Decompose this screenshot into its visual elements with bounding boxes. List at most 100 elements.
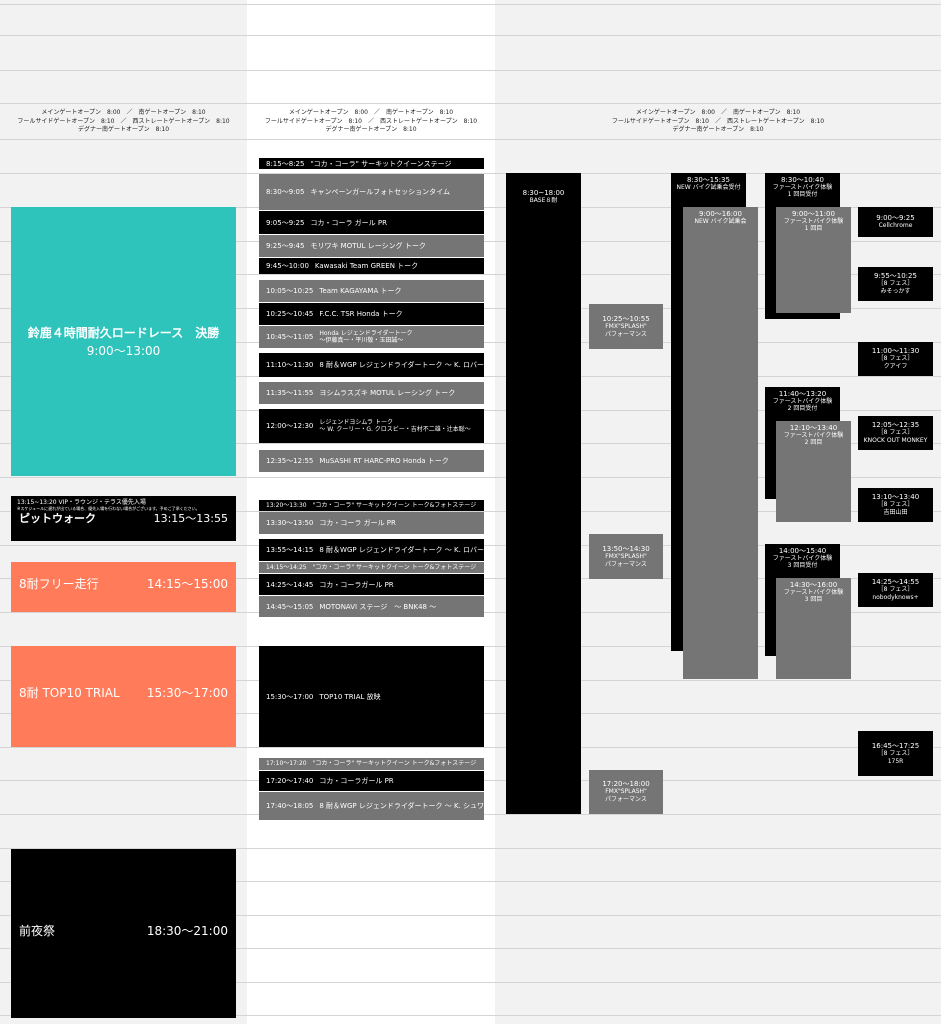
fes-time: 14:25～14:55	[871, 578, 920, 586]
stage-event[interactable]: 9:45～10:00 Kawasaki Team GREEN トーク	[259, 258, 484, 274]
stage-event-time: 17:20～17:40	[266, 777, 314, 785]
stage-event-title: "コカ・コーラ" サーキットクイーン トーク&フォトステージ	[312, 501, 477, 509]
fmx-performance-block[interactable]: 10:25～10:55 FMX"SPLASH" パフォーマンス	[589, 304, 663, 349]
stage-event-time: 13:55～14:15	[266, 546, 314, 554]
fes-performance[interactable]: 12:05～12:35 ［8 フェス］ KNOCK OUT MONKEY	[858, 416, 933, 450]
stage-event-title: "コカ・コーラ" サーキットクイーン トーク&フォトステージ	[312, 760, 477, 767]
stage-event[interactable]: 12:35～12:55 MuSASHI RT HARC-PRO Honda トー…	[259, 450, 484, 472]
stage-event[interactable]: 14:45～15:05 MOTONAVI ステージ ～ BNK48 ～	[259, 596, 484, 617]
stage-event[interactable]: 8:30～9:05 キャンペーンガールフォトセッションタイム	[259, 174, 484, 210]
stage-event[interactable]: 9:25～9:45 モリワキ MOTUL レーシング トーク	[259, 235, 484, 257]
fmx-performance-block[interactable]: 13:50～14:30 FMX"SPLASH" パフォーマンス	[589, 534, 663, 579]
free-run-block[interactable]: 8耐フリー走行 14:15～15:00	[11, 562, 236, 612]
stage-event[interactable]: 17:20～17:40 コカ・コーラガール PR	[259, 771, 484, 791]
grid-line	[0, 747, 941, 748]
stage-event[interactable]: 13:20～13:30 "コカ・コーラ" サーキットクイーン トーク&フォトステ…	[259, 500, 484, 511]
stage-event[interactable]: 14:15～14:25 "コカ・コーラ" サーキットクイーン トーク&フォトステ…	[259, 562, 484, 573]
stage-event-title: 8 耐＆WGP レジェンドライダートーク ～ K. ロバーツ～	[319, 361, 484, 369]
stage-event-time: 14:25～14:45	[266, 580, 314, 589]
stage-event-title: コカ・コーラガール PR	[319, 580, 394, 589]
firstbike-time: 9:00～11:00	[792, 210, 835, 218]
fes-tag: ［8 フェス］	[877, 429, 914, 436]
fes-time: 16:45～17:25	[871, 741, 920, 750]
main-race-title: 鈴鹿４時間耐久ロードレース 決勝	[27, 325, 220, 340]
gate-line: デグナー南ゲートオープン 8:10	[672, 126, 764, 133]
fes-performance[interactable]: 11:00～11:30 ［8 フェス］ クアイフ	[858, 342, 933, 376]
fmx-performance-block[interactable]: 17:20～18:00 FMX"SPLASH" パフォーマンス	[589, 770, 663, 814]
stage-event[interactable]: 13:55～14:15 8 耐＆WGP レジェンドライダートーク ～ K. ロバ…	[259, 539, 484, 561]
grid-line	[0, 511, 941, 512]
fes-performance[interactable]: 9:00～9:25 Cellchrome	[858, 207, 933, 237]
fes-performance[interactable]: 14:25～14:55 ［8 フェス］ nobodyknows+	[858, 573, 933, 607]
stage-event[interactable]: 17:10～17:20 "コカ・コーラ" サーキットクイーン トーク&フォトステ…	[259, 758, 484, 770]
stage-event-title: コカ・コーラ ガール PR	[319, 519, 396, 527]
stage-event[interactable]: 17:40～18:05 8 耐＆WGP レジェンドライダートーク ～ K. シュ…	[259, 792, 484, 820]
firstbike-session-1[interactable]: 9:00～11:00 ファーストバイク体験 1 回目	[776, 207, 851, 313]
fes-artist: みそっかす	[880, 288, 911, 295]
stage-event[interactable]: 10:05～10:25 Team KAGAYAMA トーク	[259, 280, 484, 302]
pit-walk-label: ピットウォーク	[19, 512, 96, 525]
stage-event-time: 17:10～17:20	[266, 760, 307, 767]
stage-event[interactable]: 14:25～14:45 コカ・コーラガール PR	[259, 574, 484, 595]
stage-event-time: 9:45～10:00	[266, 262, 309, 270]
stage-event[interactable]: 12:00～12:30 レジェンドヨシムラ トーク ～ W. クーリー・G. ク…	[259, 409, 484, 443]
stage-event[interactable]: 13:30～13:50 コカ・コーラ ガール PR	[259, 512, 484, 534]
stage-event[interactable]: 10:25～10:45 F.C.C. TSR Honda トーク	[259, 303, 484, 325]
stage-event[interactable]: 9:05～9:25 コカ・コーラ ガール PR	[259, 211, 484, 234]
fmx-subtitle: パフォーマンス	[605, 560, 647, 568]
stage-event-title: F.C.C. TSR Honda トーク	[319, 310, 403, 318]
firstbike-time: 11:40～13:20	[778, 390, 827, 398]
stage-event-time: 9:05～9:25	[266, 218, 305, 227]
stage-event-time: 14:45～15:05	[266, 602, 314, 611]
stage-event[interactable]: 15:30～17:00 TOP10 TRIAL 放映	[259, 646, 484, 747]
fmx-time: 17:20～18:00	[602, 780, 650, 788]
fes-performance[interactable]: 13:10～13:40 ［8 フェス］ 吉田山田	[858, 488, 933, 522]
fes-performance[interactable]: 16:45～17:25 ［8 フェス］ 175R	[858, 731, 933, 776]
firstbike-round: 1 回目受付	[787, 191, 818, 198]
fes-artist: Cellchrome	[878, 222, 913, 229]
firstbike-time: 14:30～16:00	[789, 581, 838, 589]
base8-block[interactable]: 8:30~18:00 BASE８耐	[506, 173, 581, 814]
gate-info-col3: メインゲートオープン 8:00 ／ 南ゲートオープン 8:10 フールサイドゲー…	[495, 109, 941, 135]
fes-artist: クアイフ	[883, 363, 908, 370]
firstbike-time: 8:30～10:40	[781, 176, 824, 184]
firstbike-round: 2 回目受付	[787, 405, 818, 412]
stage-event[interactable]: 11:10～11:30 8 耐＆WGP レジェンドライダートーク ～ K. ロバ…	[259, 353, 484, 377]
firstbike-title: ファーストバイク体験	[783, 432, 844, 439]
stage-event-time: 14:15～14:25	[266, 563, 307, 571]
stage-event-time: 15:30～17:00	[266, 692, 314, 701]
grid-line	[0, 477, 941, 478]
gate-line: デグナー南ゲートオープン 8:10	[77, 126, 170, 133]
stage-event-time: 10:05～10:25	[266, 287, 314, 295]
firstbike-round: 2 回目	[804, 439, 823, 446]
main-race-block[interactable]: 鈴鹿４時間耐久ロードレース 決勝 9:00～13:00	[11, 207, 236, 476]
stage-event[interactable]: 10:45～11:05 Honda レジェンドライダートーク ～伊藤真一・平川敬…	[259, 326, 484, 348]
fes-tag: ［8 フェス］	[877, 355, 914, 362]
firstbike-time: 14:00～15:40	[778, 547, 827, 555]
pit-walk-block[interactable]: 13:15~13:20 VIP・ラウンジ・テラス優先入場 ※スケジュールに遅れが…	[11, 496, 236, 541]
firstbike-session-2[interactable]: 12:10～13:40 ファーストバイク体験 2 回目	[776, 421, 851, 522]
fes-time: 12:05～12:35	[871, 421, 920, 429]
fes-performance[interactable]: 9:55～10:25 ［8 フェス］ みそっかす	[858, 267, 933, 301]
newbike-test-ride-block[interactable]: 9:00～16:00 NEW バイク試乗会	[683, 207, 758, 679]
eve-festival-block[interactable]: 前夜祭 18:30～21:00	[11, 849, 236, 1018]
fes-time: 13:10～13:40	[871, 493, 920, 501]
stage-event-time: 11:35～11:55	[266, 389, 314, 397]
newbike-test-ride-label: NEW バイク試乗会	[694, 218, 747, 225]
grid-line	[0, 915, 941, 916]
stage-event-time: 8:30～9:05	[266, 188, 305, 196]
stage-event-title: TOP10 TRIAL 放映	[319, 692, 381, 701]
grid-line	[0, 881, 941, 882]
stage-event[interactable]: 8:15～8:25 "コカ・コーラ" サーキットクイーンステージ	[259, 158, 484, 169]
gate-line: メインゲートオープン 8:00 ／ 南ゲートオープン 8:10	[41, 109, 206, 116]
eve-festival-label: 前夜祭	[19, 924, 56, 938]
grid-line	[0, 139, 941, 140]
stage-event[interactable]: 11:35～11:55 ヨシムラスズキ MOTUL レーシング トーク	[259, 382, 484, 404]
stage-event-title: "コカ・コーラ" サーキットクイーンステージ	[310, 159, 452, 168]
top10-trial-block[interactable]: 8耐 TOP10 TRIAL 15:30～17:00	[11, 646, 236, 747]
gate-line: フールサイドゲートオープン 8:10 ／ 西ストレートゲートオープン 8:10	[17, 117, 230, 125]
firstbike-session-3[interactable]: 14:30～16:00 ファーストバイク体験 3 回目	[776, 578, 851, 679]
stage-event-time: 13:20～13:30	[266, 501, 307, 509]
stage-event-title: "コカ・コーラ" サーキットクイーン トーク&フォトステージ	[312, 563, 477, 571]
base8-time: 8:30~18:00	[522, 189, 565, 197]
